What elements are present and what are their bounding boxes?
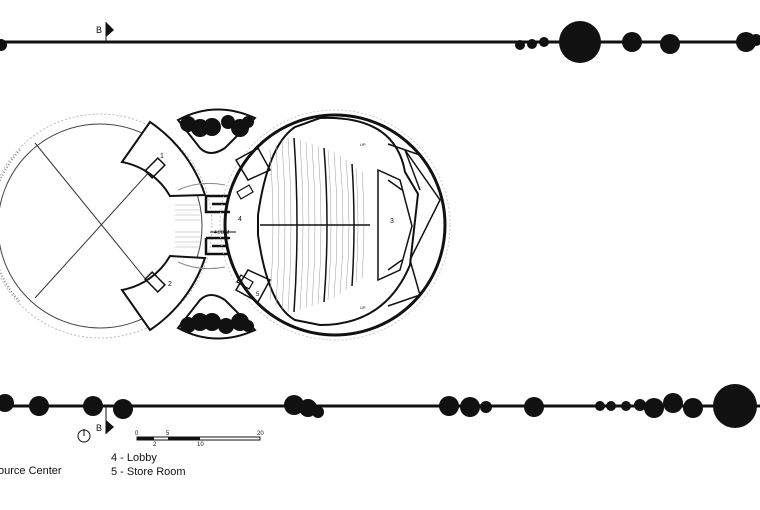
scale-tick-10: 10 bbox=[197, 442, 204, 448]
section-marker-bottom: B bbox=[96, 406, 114, 434]
section-marker-top: B bbox=[96, 22, 114, 42]
auditorium-building: 3 5 5 UP UP bbox=[219, 109, 451, 341]
section-label-top: B bbox=[96, 25, 102, 35]
left-building: 1 2 bbox=[0, 113, 213, 339]
room-number-4: 4 bbox=[238, 216, 242, 223]
legend-item-4: 4 - Lobby bbox=[111, 452, 157, 464]
scale-tick-20: 20 bbox=[257, 431, 264, 437]
legend-item-5: 5 - Store Room bbox=[111, 466, 186, 478]
planter-bottom bbox=[176, 294, 257, 340]
stair-up-top: UP bbox=[360, 142, 366, 147]
north-arrow-icon bbox=[77, 429, 91, 443]
scale-tick-0: 0 bbox=[135, 431, 139, 437]
planter-top bbox=[176, 108, 257, 154]
room-number-5-bottom: 5 bbox=[256, 292, 260, 298]
stair-up-bottom: UP bbox=[360, 305, 366, 310]
scale-bar: 0 2 5 10 20 bbox=[135, 431, 264, 448]
legend-item-1: ource Center bbox=[0, 465, 62, 477]
room-number-5-top: 5 bbox=[256, 146, 260, 152]
bottom-site-line bbox=[0, 384, 760, 428]
scale-tick-2: 2 bbox=[153, 442, 157, 448]
top-site-line bbox=[0, 21, 760, 63]
room-number-3: 3 bbox=[390, 218, 394, 225]
section-label-bottom: B bbox=[96, 423, 102, 433]
lobby: 4.90 M 4 bbox=[175, 182, 242, 270]
lobby-width-dimension: 4.90 M bbox=[214, 230, 229, 236]
room-number-1: 1 bbox=[160, 153, 164, 160]
scale-tick-5: 5 bbox=[166, 431, 170, 437]
room-number-2: 2 bbox=[168, 281, 172, 288]
